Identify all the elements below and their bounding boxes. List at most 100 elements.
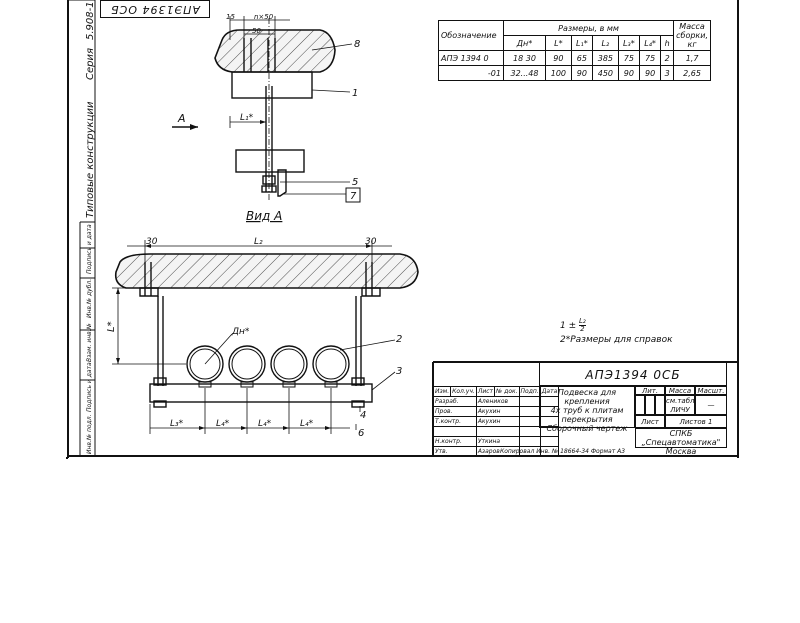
callouts-front: 2 3 4 6: [339, 334, 402, 439]
tb-signature: [518, 426, 541, 437]
dim-l4-1: L₄*: [216, 419, 230, 429]
callout-5: 5: [352, 177, 358, 188]
table-row: Пров. Акухин: [433, 406, 560, 417]
tb-name: Уткина: [475, 436, 520, 447]
tb-lit-cell-3: [655, 395, 665, 415]
spec-col-l4: L₄*: [638, 35, 662, 51]
side-view-detail: 15 n×50 50 L₁* А: [172, 13, 336, 200]
spec-table-header-row: Обозначение Размеры, в мм Масса сборки, …: [438, 20, 711, 51]
drawing-notes: 1 ± L₂ 2 2*Размеры для справок: [560, 318, 673, 347]
spec-value: 450: [591, 65, 619, 81]
dim-l4-2: L₄*: [258, 419, 272, 429]
tb-scale-label: Масшт.: [695, 386, 727, 395]
tb-date: [539, 446, 560, 457]
callout-2: 2: [396, 334, 402, 345]
spec-col-l2: L₂: [591, 35, 619, 51]
note-1: 1 ± L₂ 2: [560, 318, 673, 333]
tb-signature: [518, 406, 541, 417]
note-1-fraction: L₂ 2: [579, 318, 586, 333]
table-row: Утв. Азаров: [433, 446, 560, 457]
spec-value: 65: [570, 50, 593, 66]
spec-col-h: h: [660, 35, 675, 51]
tb-role: [433, 426, 477, 437]
note-1-denominator: 2: [580, 325, 585, 333]
callout-6: 6: [358, 428, 364, 439]
tb-code: ЛИЧУ: [670, 406, 690, 414]
spec-value: 385: [591, 50, 619, 66]
dim-50: 50: [252, 27, 261, 35]
tb-mass-value: см.табл. ЛИЧУ: [665, 395, 695, 415]
tb-role: Пров.: [433, 406, 477, 417]
spec-value: 100: [544, 65, 572, 81]
assembly-drawing: 5.908-1 Серия Типовые конструкции Инв.№ …: [66, 0, 739, 459]
tb-signature: [518, 436, 541, 447]
title-line: перекрытия: [561, 415, 613, 424]
note-1-sign: ±: [568, 321, 577, 331]
dim-l2: L₂: [254, 237, 263, 247]
spec-value: 18 30: [503, 50, 546, 66]
title-line: Сборочный чертеж: [546, 424, 628, 433]
spec-mass: 1,7: [673, 50, 711, 66]
dim-left-30: 30: [146, 237, 158, 247]
series-number: 5.908-1: [85, 1, 96, 40]
callout-8: 8: [354, 39, 360, 50]
spec-value: 90: [544, 50, 572, 66]
tb-col-header: Изм.: [432, 386, 452, 397]
dim-nx50: n×50: [254, 13, 274, 21]
table-row: Н.контр. Уткина: [433, 436, 560, 447]
tb-scale-value: —: [695, 395, 727, 415]
note-1-numerator: L₂: [579, 317, 586, 326]
tb-name: Акухин: [475, 406, 520, 417]
tb-name: Алеников: [475, 396, 520, 407]
tb-lit-label: Лит.: [635, 386, 665, 395]
callout-3: 3: [396, 366, 402, 377]
front-view-detail: 30 30 L₂ L* Дн* L₃* L₄* L₄* L₄*: [106, 237, 419, 434]
dim-l: L*: [106, 321, 117, 332]
series-labels: 5.908-1 Серия Типовые конструкции: [85, 1, 96, 218]
side-label-inv-dupl: Инв.№ дубл.: [86, 279, 93, 318]
tb-mass-value-text: см.табл.: [666, 397, 695, 405]
title-line: Подвеска для крепления: [557, 388, 617, 406]
tb-name: Акухин: [475, 416, 520, 427]
spec-col-designation: Обозначение: [438, 20, 504, 51]
view-arrow-label: А: [177, 112, 186, 125]
spec-value: 75: [638, 50, 662, 66]
side-label-inv-orig: Инв.№ подл.: [86, 414, 93, 454]
tb-col-header: Кол.уч.: [450, 386, 477, 397]
sheet-frame: [66, 0, 739, 459]
title-block-staff-grid: Изм. Кол.уч. Лист № док. Подп. Дата Разр…: [432, 386, 560, 457]
bottom-format-note: Копировал Инв. № 18664-34 Формат А3: [500, 448, 626, 455]
callouts-top: 8 1 5 7: [280, 39, 361, 203]
title-block-title: Подвеска для крепления 4х труб к плитам …: [539, 386, 635, 433]
spec-designation: -01: [438, 65, 504, 81]
spec-value: 32...48: [503, 65, 546, 81]
callout-1: 1: [352, 88, 358, 99]
series-label: Серия: [85, 48, 96, 80]
note-1-number: 1: [560, 321, 566, 331]
tb-signature: [518, 416, 541, 427]
org-line: СПКБ: [669, 429, 693, 438]
spec-value: 90: [570, 65, 593, 81]
spec-value: 2: [660, 50, 675, 66]
spec-col-l: L*: [544, 35, 572, 51]
tb-lit-cell-1: [635, 395, 645, 415]
side-label-sign-date-2: Подпись и дата: [86, 224, 93, 274]
pipe-clamps: [186, 345, 350, 388]
spec-mass: 2,65: [673, 65, 711, 81]
spec-value: 3: [660, 65, 675, 81]
spec-col-mass: Масса сборки, кг: [673, 20, 711, 51]
callout-7: 7: [350, 191, 357, 202]
title-block: Изм. Кол.уч. Лист № док. Подп. Дата Разр…: [432, 362, 728, 457]
tb-col-header: Подп.: [518, 386, 541, 397]
callout-4: 4: [360, 410, 366, 421]
dim-right-30: 30: [365, 237, 377, 247]
tb-role: Разраб.: [433, 396, 477, 407]
side-label-replace-inv: Взам. инв.№: [86, 323, 93, 362]
spec-col-l1: L₁*: [570, 35, 593, 51]
title-block-organization: СПКБ „Спецавтоматика" Москва: [635, 428, 727, 456]
spec-designation: АПЭ 1394 0: [438, 50, 504, 66]
dim-l1: L₁*: [240, 113, 254, 123]
spec-value: 90: [617, 65, 640, 81]
tb-name: [475, 426, 520, 437]
table-row: -01 32...48 100 90 450 90 90 3 2,65: [438, 65, 711, 81]
